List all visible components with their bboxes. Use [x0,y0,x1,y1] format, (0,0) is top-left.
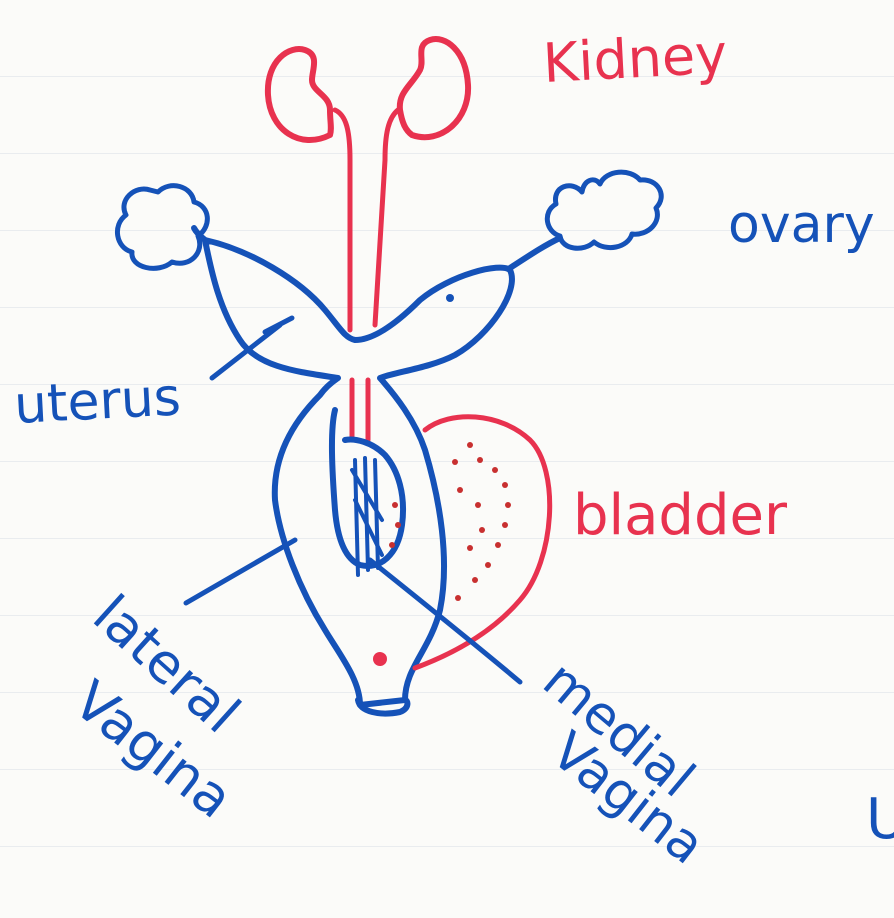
label-uterus: uterus [13,367,183,436]
label-ovary: ovary [728,195,875,255]
label-kidney: Kidney [541,22,728,95]
septum-drawing [352,458,382,575]
lateral-vagina-leader [186,540,295,603]
uterus-leader [212,325,280,378]
ovary-drawing [117,172,661,268]
label-partial-letter: U [866,787,894,852]
kidney-drawing [268,39,468,140]
label-bladder: bladder [573,483,788,548]
